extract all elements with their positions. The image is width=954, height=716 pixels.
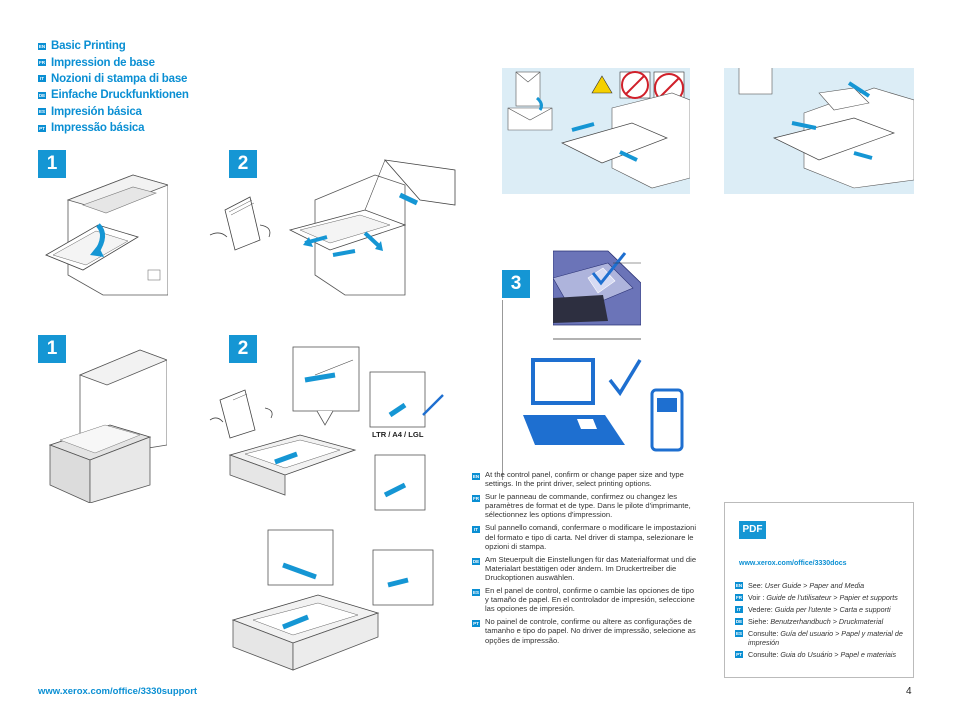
title-row: ES Impresión básica [38,104,189,120]
step-1-tray-badge: 1 [38,150,66,178]
reference-path: User Guide > Paper and Media [764,581,865,590]
instruction-text: En el panel de control, confirme o cambi… [485,586,695,614]
title-text: Impresión básica [51,105,142,118]
lang-badge: FR [472,495,480,503]
lang-badge: EN [735,582,743,589]
docs-link[interactable]: www.xerox.com/office/3330docs [739,560,847,567]
title-text: Nozioni di stampa di base [51,72,188,85]
instruction-text: Sur le panneau de commande, confirmez ou… [485,492,691,520]
envelope-panel [502,68,690,194]
reference-path: Guia do Usuário > Papel e materiais [780,650,897,659]
cassette-guides-illustration [228,525,453,675]
title-row: IT Nozioni di stampa di base [38,71,189,87]
instruction-row: IT Sul pannello comandi, confermare o mod… [472,523,697,551]
paper-panel [724,68,914,194]
step-3-divider [502,300,503,480]
reference-prefix: Voir : [748,593,767,602]
lang-badge: IT [472,526,480,534]
paper-size-label: LTR / A4 / LGL [372,430,424,439]
instructions: EN At the control panel, confirm or chang… [472,470,697,649]
computer-phone-illustration [515,355,687,455]
instruction-text: Am Steuerpult die Einstellungen für das … [485,554,697,582]
lang-badge: FR [735,594,743,601]
cassette-load-illustration [205,320,467,520]
check-icon [422,394,444,416]
control-panel-illustration [553,243,641,341]
reference-row: PT Consulte: Guia do Usuário > Papel e ma… [735,650,907,659]
title-row: DE Einfache Druckfunktionen [38,87,189,103]
lang-badge: PT [735,651,743,658]
instruction-row: DE Am Steuerpult die Einstellungen für da… [472,555,697,582]
pdf-icon: PDF [739,521,766,539]
lang-badge: DE [735,618,743,625]
instruction-row: PT No painel de controle, confirme ou alt… [472,617,697,645]
title-text: Impressão básica [51,122,145,135]
reference-row: ES Consulte: Guía del usuario > Papel y m… [735,629,907,647]
step-2-cassette-badge: 2 [229,335,257,363]
instruction-text: No painel de controle, confirme ou alter… [485,617,696,645]
lang-badge: ES [38,108,46,116]
prohibit-icon [621,71,649,99]
lang-badge: IT [38,75,46,83]
reference-path: Guida per l'utente > Carta e supporti [774,605,891,614]
title-row: PT Impressão básica [38,120,189,136]
title-row: EN Basic Printing [38,38,189,54]
lang-badge: DE [472,557,480,565]
laptop-icon [531,358,595,405]
lang-badge: FR [38,59,46,67]
title-text: Basic Printing [51,40,126,53]
reference-path: Benutzerhandbuch > Druckmaterial [770,617,884,626]
step-1-cassette-badge: 1 [38,335,66,363]
reference-prefix: Consulte: [748,629,781,638]
printer-bypass-illustration [38,155,168,300]
instruction-row: ES En el panel de control, confirme o cam… [472,586,697,613]
lang-badge: EN [472,473,480,480]
reference-prefix: See: [748,581,765,590]
reference-row: IT Vedere: Guida per l'utente > Carta e s… [735,605,907,614]
title-text: Impression de base [51,56,155,69]
reference-path: Guide de l'utilisateur > Papier et suppo… [766,593,898,602]
lang-badge: DE [38,91,46,99]
reference-list: EN See: User Guide > Paper and Media FR Vo… [735,581,907,662]
reference-prefix: Vedere: [748,605,775,614]
instruction-row: EN At the control panel, confirm or chang… [472,470,697,488]
warning-icon [591,75,613,94]
reference-prefix: Consulte: [748,650,781,659]
lang-badge: ES [472,589,480,597]
lang-badge: PT [472,620,480,628]
reference-row: DE Siehe: Benutzerhandbuch > Druckmateria… [735,617,907,626]
reference-prefix: Siehe: [748,617,771,626]
cassette-open-illustration [45,345,167,503]
check-icon [608,359,642,397]
title-row: FR Impression de base [38,54,189,70]
load-bypass-illustration [205,155,467,300]
lang-badge: EN [38,42,46,50]
instruction-text: At the control panel, confirm or change … [485,470,684,489]
page-number: 4 [906,686,912,697]
lang-badge: PT [38,124,46,132]
lang-badge: ES [735,630,743,637]
step-2-tray-badge: 2 [229,150,257,178]
pdf-reference-box: PDF www.xerox.com/office/3330docs EN See:… [724,502,914,678]
reference-row: EN See: User Guide > Paper and Media [735,581,907,590]
title-list: EN Basic Printing FR Impression de base IT… [38,38,189,136]
reference-path: Guía del usuario > Papel y material de i… [748,629,903,647]
instruction-row: FR Sur le panneau de commande, confirmez … [472,492,697,519]
step-3-badge: 3 [502,270,530,298]
lang-badge: IT [735,606,743,613]
title-text: Einfache Druckfunktionen [51,89,189,102]
support-link[interactable]: www.xerox.com/office/3330support [38,686,198,697]
instruction-text: Sul pannello comandi, confermare o modif… [485,523,697,551]
reference-row: FR Voir : Guide de l'utilisateur > Papier… [735,593,907,602]
